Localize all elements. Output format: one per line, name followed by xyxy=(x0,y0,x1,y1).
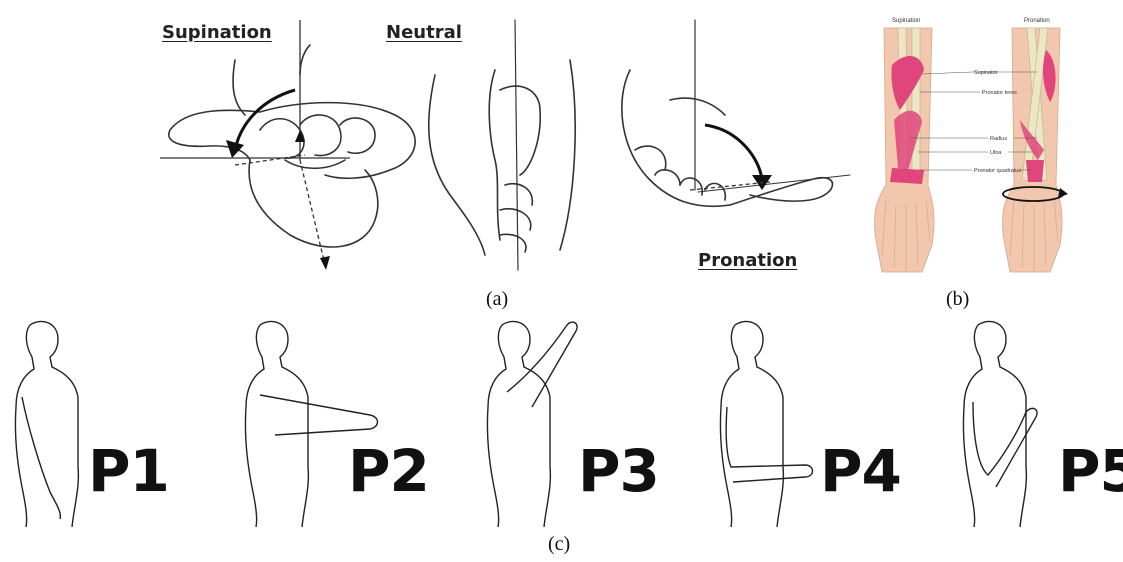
supination-title: Supination xyxy=(892,18,920,24)
position-label-p2: P2 xyxy=(348,437,429,505)
figure-p4 xyxy=(720,321,812,527)
label-pronator-teres: Pronator teres xyxy=(982,90,1017,96)
label-radius: Radius xyxy=(990,136,1007,142)
figure-p5 xyxy=(963,321,1037,527)
supination-forearm xyxy=(874,28,934,272)
pronation-hand-drawing xyxy=(622,20,850,206)
caption-b: (b) xyxy=(946,288,969,311)
axis-arrowhead-down xyxy=(320,256,330,270)
label-pronator-quadratus: Pronator quadratus xyxy=(974,168,1021,174)
pronation-title: Pronation xyxy=(1024,18,1050,24)
panel-b: Supination Pronation Supinator Pronator … xyxy=(862,10,1084,278)
position-label-p1: P1 xyxy=(88,437,169,505)
position-label-p3: P3 xyxy=(578,437,659,505)
figure-p1 xyxy=(15,321,78,527)
supination-label: Supination xyxy=(162,22,272,43)
figure-p3 xyxy=(487,321,577,527)
caption-a: (a) xyxy=(486,288,508,311)
forearm-anatomy: Supination Pronation Supinator Pronator … xyxy=(862,10,1084,278)
pronation-arrow xyxy=(705,125,762,180)
position-label-p5: P5 xyxy=(1058,437,1123,505)
panel-a: Supination Neutral Pronation xyxy=(150,0,850,285)
label-ulna: Ulna xyxy=(990,150,1002,156)
position-label-p4: P4 xyxy=(820,437,901,505)
pronation-forearm xyxy=(1002,28,1068,272)
label-supinator: Supinator xyxy=(974,70,998,76)
caption-c: (c) xyxy=(548,533,570,556)
supination-hand-drawing xyxy=(169,45,415,247)
supination-axis xyxy=(160,20,350,265)
supination-arrowhead xyxy=(226,140,244,158)
panel-c: P1 P2 P3 P4 P5 xyxy=(0,315,1123,530)
neutral-hand-drawing xyxy=(429,20,575,270)
neutral-label: Neutral xyxy=(386,22,462,43)
pronation-label: Pronation xyxy=(698,250,797,271)
